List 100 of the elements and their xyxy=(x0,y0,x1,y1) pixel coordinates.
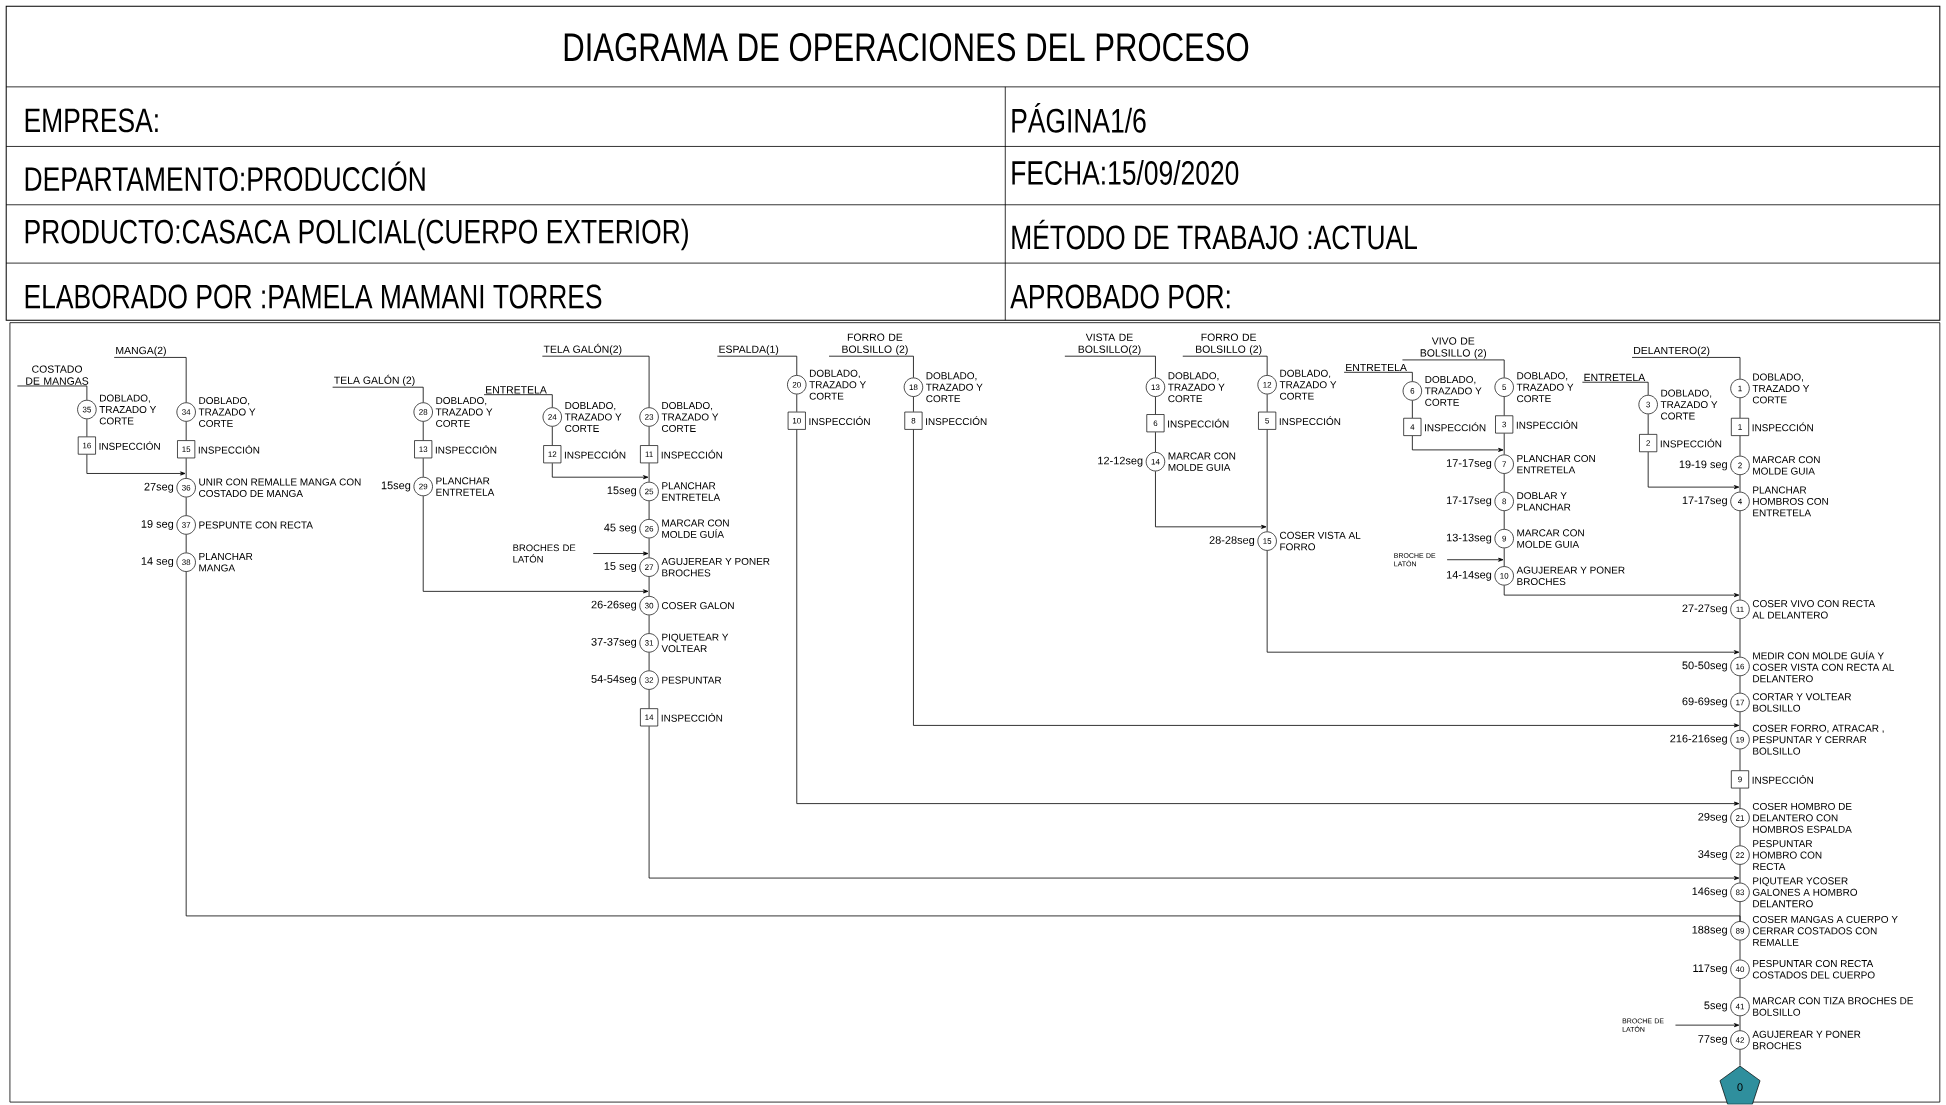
step-description: UNIR CON REMALLE MANGA CON COSTADO DE MANGA xyxy=(199,478,361,498)
step-description: DOBLADO, TRAZADO Y CORTE xyxy=(809,369,866,400)
time-label: 216-216seg xyxy=(1670,734,1727,745)
time-label: 146seg xyxy=(1692,887,1727,898)
time-label: 69-69seg xyxy=(1682,697,1727,708)
connector xyxy=(1739,510,1741,601)
time-label: 77seg xyxy=(1698,1035,1727,1046)
time-label: 28-28seg xyxy=(1209,536,1255,547)
material-label: ENTRETELA xyxy=(1584,374,1646,382)
step-description: INSPECCIÓN xyxy=(1752,422,1813,432)
connector xyxy=(1266,550,1740,655)
step-description: COSER GALON xyxy=(661,602,734,610)
connector xyxy=(1503,473,1505,493)
time-label: 17-17seg xyxy=(1446,459,1492,470)
material-label: TELA GALÓN(2) xyxy=(543,344,622,356)
connector xyxy=(828,356,914,379)
connector xyxy=(483,394,553,408)
connector xyxy=(1343,372,1413,382)
time-label: 117seg xyxy=(1693,964,1727,975)
connector xyxy=(716,356,798,376)
connector xyxy=(185,421,187,441)
step-description: DOBLADO, TRAZADO Y CORTE xyxy=(1279,369,1337,400)
connector xyxy=(796,394,798,413)
connector xyxy=(1739,1016,1741,1031)
connector xyxy=(113,357,187,403)
connector xyxy=(1739,827,1741,847)
connector xyxy=(1402,359,1505,379)
connector xyxy=(86,419,88,438)
header-text: DEPARTAMENTO:PRODUCCIÓN xyxy=(25,161,425,192)
connector xyxy=(1647,414,1649,435)
connector xyxy=(1582,382,1649,396)
connector xyxy=(422,496,649,594)
connector xyxy=(1739,864,1741,884)
step-description: PESPUNTAR HOMBRO CON RECTA xyxy=(1753,840,1822,871)
step-description: PESPUNTAR xyxy=(662,676,722,684)
time-label: 19 seg xyxy=(141,520,174,531)
material-label: TELA GALÓN (2) xyxy=(334,375,415,387)
connector xyxy=(551,426,553,446)
connector xyxy=(1647,451,1740,490)
step-description: DOBLADO, TRAZADO Y CORTE xyxy=(1424,376,1482,407)
time-label: 188seg xyxy=(1692,926,1727,936)
step-description: DOBLAR Y PLANCHAR xyxy=(1517,492,1571,511)
step-description: PLANCHAR ENTRETELA xyxy=(662,482,721,501)
step-description: INSPECCIÓN xyxy=(1660,438,1722,448)
step-description: INSPECCIÓN xyxy=(198,445,260,454)
header-text: PÁGINA1/6 xyxy=(1012,103,1146,133)
material-label: MANGA(2) xyxy=(116,346,166,357)
connector xyxy=(1739,940,1741,961)
connector xyxy=(648,500,650,520)
step-description: COSER VIVO CON RECTA AL DELANTERO xyxy=(1752,600,1876,619)
step-description: PESPUNTE CON RECTA xyxy=(199,521,313,529)
connector xyxy=(1182,356,1268,376)
connector xyxy=(648,538,650,559)
time-label: 45 seg xyxy=(604,524,636,534)
time-label: 13-13seg xyxy=(1446,533,1492,544)
connector xyxy=(1739,397,1741,419)
step-description: INSPECCIÓN xyxy=(661,713,723,722)
connector xyxy=(1155,471,1267,530)
time-label: 37-37seg xyxy=(591,638,636,649)
step-description: PLANCHAR HOMBROS CON ENTRETELA xyxy=(1753,486,1828,517)
connector xyxy=(86,454,186,476)
step-description: DOBLADO, TRAZADO Y CORTE xyxy=(99,394,157,425)
step-description: MEDIR CON MOLDE GUÍA Y COSER VISTA CON RECTA AL DELANTERO xyxy=(1752,650,1894,683)
step-description: DOBLADO, TRAZADO Y CORTE xyxy=(1168,372,1225,403)
step-description: INSPECCIÓN xyxy=(1279,416,1341,426)
time-label: 5seg xyxy=(1704,1001,1727,1012)
step-description: DOBLADO, TRAZADO Y CORTE xyxy=(1516,372,1574,403)
connector xyxy=(1503,510,1505,530)
step-description: DOBLADO, TRAZADO Y CORTE xyxy=(661,402,719,433)
time-label: 29seg xyxy=(1698,813,1727,824)
step-description: AGUJEREAR Y PONER BROCHES xyxy=(1752,1031,1861,1050)
step-description: COSER VISTA AL FORRO xyxy=(1280,532,1361,551)
connector xyxy=(1155,396,1156,415)
connector xyxy=(185,534,187,554)
time-label: 27-27seg xyxy=(1682,604,1727,615)
connector xyxy=(1739,618,1741,658)
connector xyxy=(1739,978,1741,998)
time-label: 26-26seg xyxy=(591,600,636,611)
title: DIAGRAMA DE OPERACIONES DEL PROCESO xyxy=(564,33,1249,62)
step-description: MARCAR CON MOLDE GUIA xyxy=(1517,529,1584,549)
connector xyxy=(648,726,1740,881)
step-description: INSPECCIÓN xyxy=(809,416,870,426)
step-description: PLANCHAR ENTRETELA xyxy=(436,477,495,496)
connector xyxy=(1266,394,1268,413)
header-text: ELABORADO POR :PAMELA MAMANI TORRES xyxy=(25,284,602,309)
time-label: 15seg xyxy=(607,486,636,497)
step-description: INSPECCIÓN xyxy=(99,441,160,451)
connector xyxy=(1503,548,1505,567)
connector xyxy=(551,463,649,480)
step-description: MARCAR CON MOLDE GUIA xyxy=(1753,456,1820,475)
connector xyxy=(1739,474,1741,493)
time-label: 14-14seg xyxy=(1446,571,1492,581)
step-description: MARCAR CON MOLDE GUIA xyxy=(1168,452,1236,472)
connector xyxy=(1739,675,1741,694)
connector xyxy=(648,576,650,597)
time-label: 15 seg xyxy=(604,562,636,573)
connector xyxy=(1503,585,1740,598)
step-description: DOBLADO, TRAZADO Y CORTE xyxy=(926,372,983,403)
connector xyxy=(1739,901,1741,922)
time-label: 54-54seg xyxy=(591,675,636,686)
